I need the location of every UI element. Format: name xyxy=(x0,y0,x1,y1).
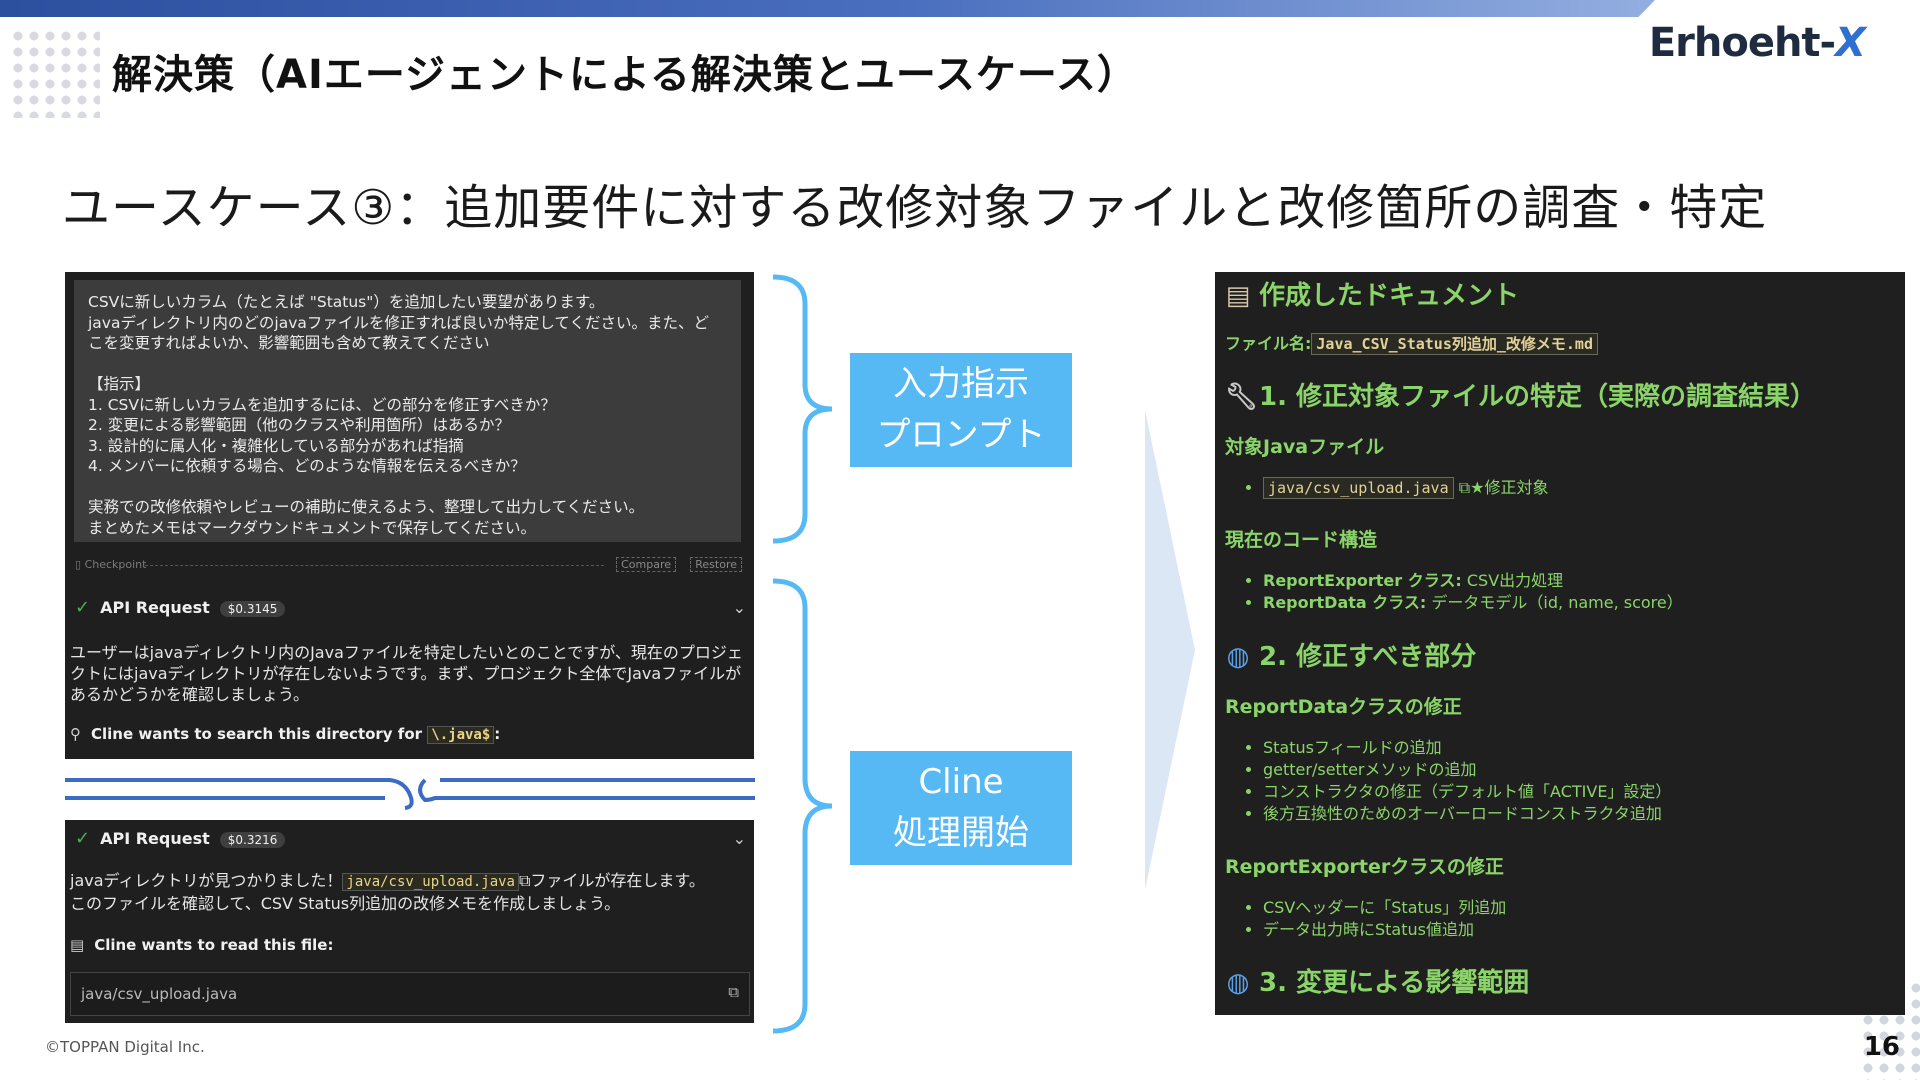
list-item: ReportData クラス: データモデル（id, name, score） xyxy=(1263,592,1683,614)
search-pattern: \.java$ xyxy=(427,726,495,744)
document-icon: ▤ xyxy=(1225,281,1251,311)
page-number: 16 xyxy=(1863,1032,1900,1062)
open-external-icon[interactable]: ⧉ xyxy=(728,983,739,1001)
checkpoint-label: ▯ Checkpoint xyxy=(75,558,147,571)
doc-section-2: ◍2. 修正すべき部分 xyxy=(1226,642,1477,672)
list-item: CSVヘッダーに「Status」列追加 xyxy=(1263,897,1506,919)
target-list: java/csv_upload.java ⧉★修正対象 xyxy=(1225,477,1549,499)
list-item: getter/setterメソッドの追加 xyxy=(1263,759,1671,781)
chevron-down-icon[interactable]: ⌄ xyxy=(732,598,746,617)
use-case-subtitle: ユースケース③：追加要件に対する改修対象ファイルと改修箇所の調査・特定 xyxy=(62,180,1768,236)
search-tool-row: ⚲Cline wants to search this directory fo… xyxy=(70,725,501,744)
compare-button[interactable]: Compare xyxy=(616,557,676,572)
logo-x: X xyxy=(1835,20,1866,66)
company-logo: Erhoeht-X xyxy=(1648,20,1866,66)
search-icon: ⚲ xyxy=(70,725,81,743)
read-tool-row: ▤Cline wants to read this file: xyxy=(70,936,334,954)
slide-title: 解決策（AIエージェントによる解決策とユースケース） xyxy=(112,52,1138,98)
logo-text: Erhoeht- xyxy=(1648,20,1836,66)
doc-filename: ファイル名:Java_CSV_Status列追加_改修メモ.md xyxy=(1225,330,1598,355)
reportdata-heading: ReportDataクラスの修正 xyxy=(1225,696,1462,718)
list-item: 後方互換性のためのオーバーロードコンストラクタ追加 xyxy=(1263,803,1671,825)
list-item: コンストラクタの修正（デフォルト値「ACTIVE」設定） xyxy=(1263,781,1671,803)
globe-icon: ◍ xyxy=(1226,968,1250,998)
generated-document-panel: ▤作成したドキュメント ファイル名:Java_CSV_Status列追加_改修メ… xyxy=(1215,272,1905,1015)
checkpoint-row: ▯ Checkpoint Compare Restore xyxy=(65,557,754,573)
current-structure-list: ReportExporter クラス: CSV出力処理 ReportData ク… xyxy=(1225,570,1683,614)
cost-badge: $0.3216 xyxy=(219,832,286,848)
omission-break-lines xyxy=(65,778,755,810)
check-icon: ✓ xyxy=(75,597,91,618)
reportdata-list: Statusフィールドの追加 getter/setterメソッドの追加 コンスト… xyxy=(1225,737,1671,825)
prompt-text: CSVに新しいカラム（たとえば "Status"）を追加したい要望があります。 … xyxy=(74,280,741,542)
reportexporter-heading: ReportExporterクラスの修正 xyxy=(1225,856,1504,878)
top-accent-bar xyxy=(0,0,1655,17)
external-link-icon[interactable]: ⧉ xyxy=(1458,478,1471,497)
external-link-icon[interactable]: ⧉ xyxy=(518,871,531,890)
cline-chat-panel-2: ✓API Request$0.3216 ⌄ javaディレクトリが見つかりました… xyxy=(65,820,754,1023)
doc-section-3: ◍3. 変更による影響範囲 xyxy=(1226,968,1530,998)
list-item: データ出力時にStatus値追加 xyxy=(1263,919,1506,941)
current-structure-heading: 現在のコード構造 xyxy=(1225,529,1378,551)
list-item: Statusフィールドの追加 xyxy=(1263,737,1671,759)
file-path-box[interactable]: java/csv_upload.java ⧉ xyxy=(70,972,750,1016)
input-prompt-label: 入力指示 プロンプト xyxy=(850,353,1072,467)
checkpoint-divider xyxy=(145,565,604,566)
list-item: ReportExporter クラス: CSV出力処理 xyxy=(1263,570,1683,592)
check-icon: ✓ xyxy=(75,828,91,849)
flow-arrow xyxy=(1145,410,1195,890)
list-item: java/csv_upload.java ⧉★修正対象 xyxy=(1263,477,1549,499)
file-code-icon: ▤ xyxy=(70,936,85,954)
file-reference[interactable]: java/csv_upload.java xyxy=(342,873,519,891)
brace-prompt xyxy=(772,274,833,544)
cline-start-label: Cline 処理開始 xyxy=(850,751,1072,865)
copyright: ©TOPPAN Digital Inc. xyxy=(45,1038,205,1056)
restore-button[interactable]: Restore xyxy=(690,557,742,572)
doc-title: ▤作成したドキュメント xyxy=(1225,281,1520,311)
chevron-down-icon[interactable]: ⌄ xyxy=(732,829,746,848)
assistant-message-1: ユーザーはjavaディレクトリ内のJavaファイルを特定したいとのことですが、現… xyxy=(70,643,743,704)
assistant-message-2: javaディレクトリが見つかりました！java/csv_upload.java⧉… xyxy=(70,871,705,913)
decorative-dots xyxy=(10,28,100,118)
target-heading: 対象Javaファイル xyxy=(1225,436,1385,458)
wrench-icon: 🔧︎ xyxy=(1225,382,1259,412)
api-request-row-2[interactable]: ✓API Request$0.3216 xyxy=(75,828,286,849)
cline-chat-panel: CSVに新しいカラム（たとえば "Status"）を追加したい要望があります。 … xyxy=(65,272,754,759)
api-request-row-1[interactable]: ✓API Request$0.3145 xyxy=(75,597,286,618)
brace-cline xyxy=(772,578,833,1034)
globe-icon: ◍ xyxy=(1226,642,1250,672)
reportexporter-list: CSVヘッダーに「Status」列追加 データ出力時にStatus値追加 xyxy=(1225,897,1506,941)
cost-badge: $0.3145 xyxy=(219,601,286,617)
doc-section-1: 🔧︎1. 修正対象ファイルの特定（実際の調査結果） xyxy=(1225,382,1817,412)
